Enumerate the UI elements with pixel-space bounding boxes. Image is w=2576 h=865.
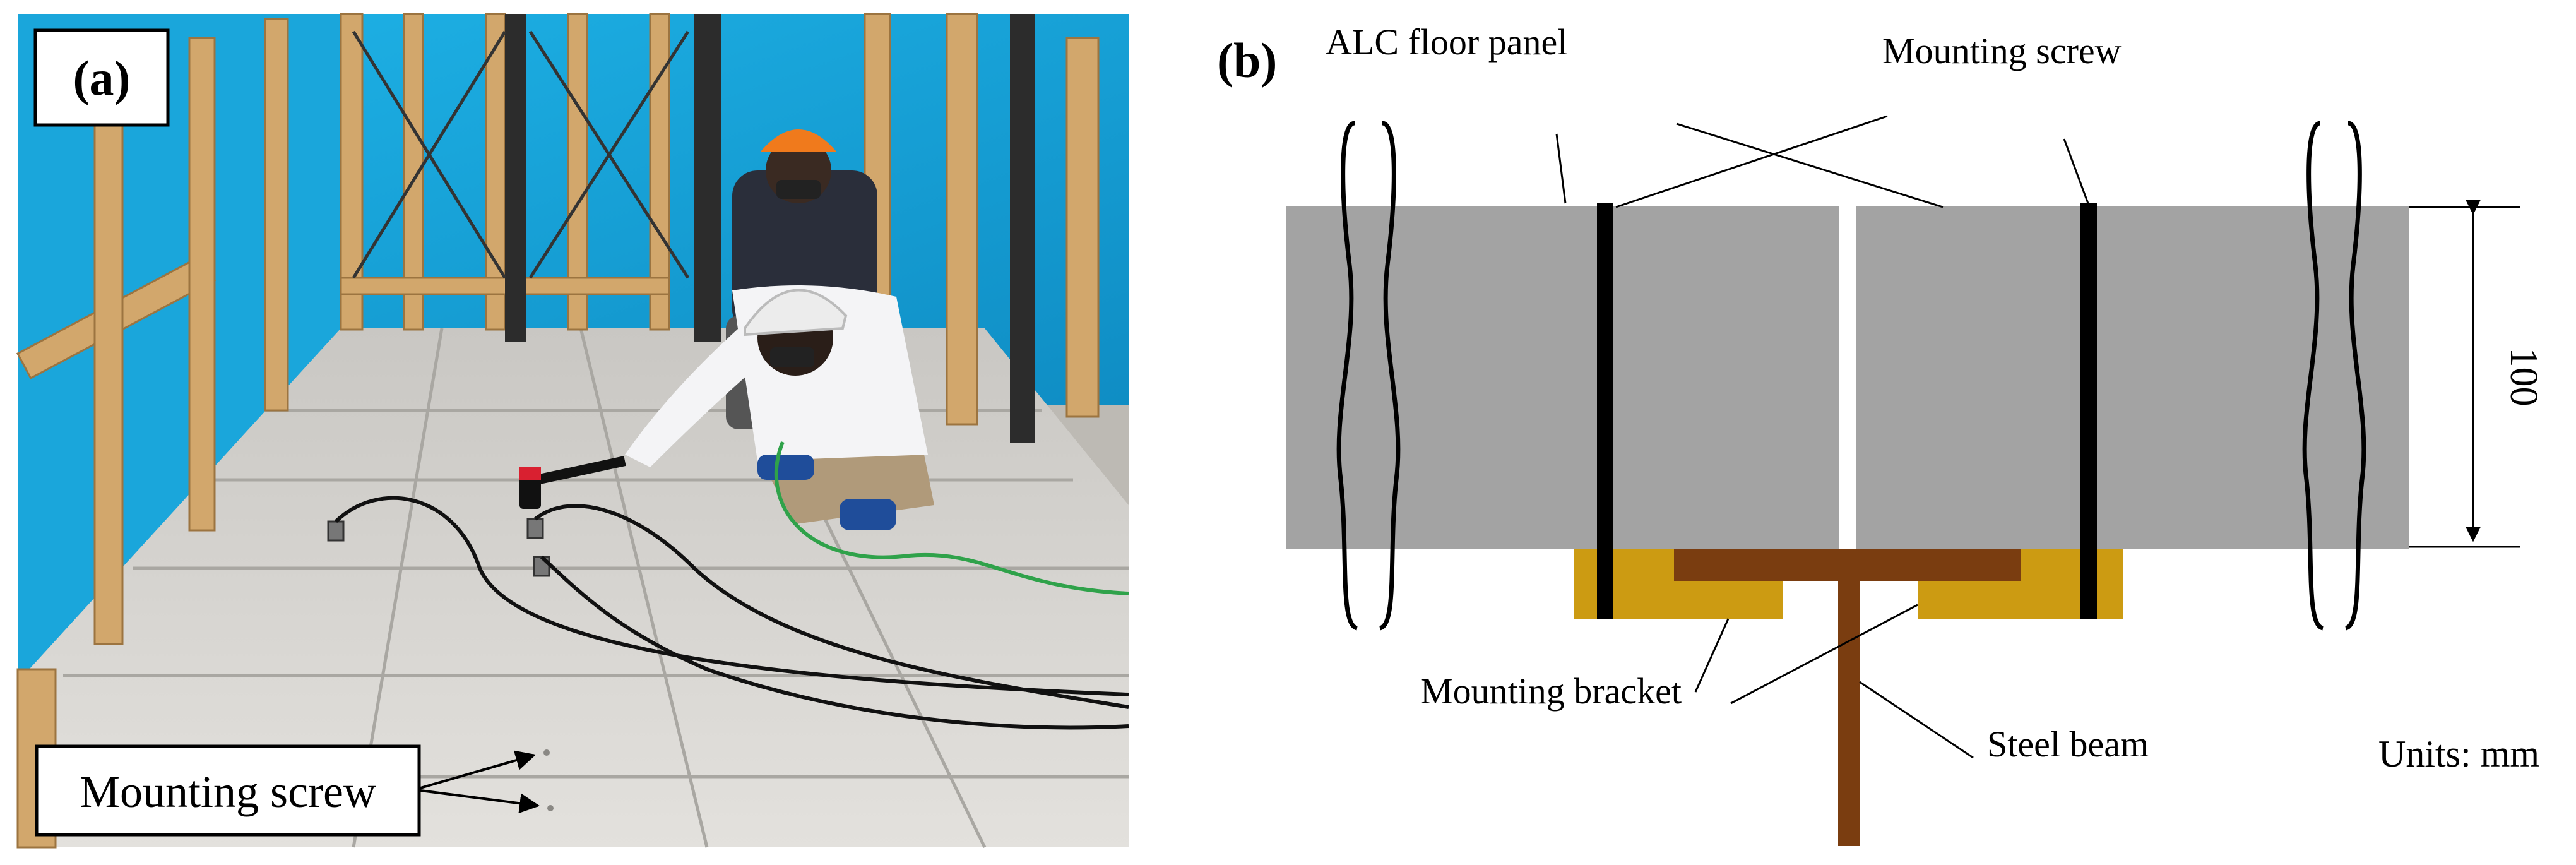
panel-a-label-box [33, 28, 170, 127]
break-marks [1336, 121, 2366, 631]
panel-b-label: (b) [1217, 33, 1277, 88]
thickness-dimension [2409, 200, 2520, 548]
mounting-bracket-label: Mounting bracket [1420, 671, 1682, 712]
steel-columns [505, 14, 1035, 443]
steel-beam-label: Steel beam [1987, 724, 2149, 765]
callout-arrow-1 [420, 750, 537, 789]
wood-frame [16, 13, 1100, 849]
leader-lines [1555, 115, 2089, 759]
cross-bracing [352, 30, 690, 279]
screw-head-2 [547, 805, 554, 811]
mounting-screw-right [2080, 203, 2097, 619]
mounting-screw-callout: Mounting screw [80, 767, 376, 817]
green-cable [774, 441, 1129, 595]
alc-panel-right [1856, 206, 2409, 549]
thickness-value: 100 [2502, 348, 2545, 407]
sensor-cables [334, 496, 1129, 730]
photo-panel-a: (a) Mounting screw [16, 13, 1129, 849]
screw-head-1 [543, 749, 550, 756]
steel-beam-web [1838, 581, 1860, 846]
impact-hammer [519, 456, 626, 509]
alc-floor-panel-label: ALC floor panel [1326, 21, 1567, 63]
units-label: Units: mm [2378, 733, 2539, 775]
steel-beam-flange [1674, 549, 2021, 581]
alc-panel-left [1286, 206, 1839, 549]
diagram-panel-b: (b) [1217, 21, 2545, 846]
mounting-screw-left [1597, 203, 1613, 619]
crouching-person [625, 285, 934, 530]
mounting-screw-callout-box [35, 744, 421, 837]
mounting-screw-label: Mounting screw [1882, 30, 2122, 71]
panel-a-label: (a) [73, 51, 131, 105]
callout-arrow-2 [420, 789, 540, 814]
